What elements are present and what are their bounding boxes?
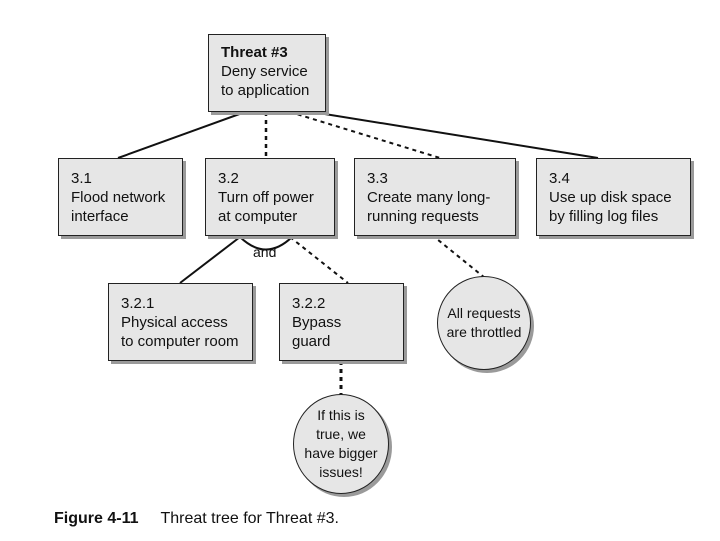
node-3-2-1: 3.2.1 Physical access to computer room — [108, 283, 253, 361]
root-line1: Deny service — [221, 63, 308, 80]
bigger-issues-line1: If this is — [317, 407, 365, 423]
node-3-3: 3.3 Create many long- running requests — [354, 158, 516, 236]
node-3-4-line2: by filling log files — [549, 208, 659, 225]
node-3-4-line1: Use up disk space — [549, 189, 672, 206]
figure-caption: Figure 4-11 Threat tree for Threat #3. — [54, 510, 339, 528]
node-3-1-id: 3.1 — [71, 170, 92, 187]
node-3-3-line2: running requests — [367, 208, 479, 225]
throttled-line2: are throttled — [446, 324, 522, 340]
node-3-2-2-id: 3.2.2 — [292, 295, 326, 312]
bigger-issues-line3: have bigger — [304, 445, 378, 461]
node-3-1-line1: Flood network — [71, 189, 166, 206]
node-3-2-1-id: 3.2.1 — [121, 295, 155, 312]
throttled-line1: All requests — [447, 305, 521, 321]
figure-number: Figure 4-11 — [54, 510, 139, 527]
bigger-issues-line2: true, we — [316, 426, 366, 442]
node-3-4-id: 3.4 — [549, 170, 570, 187]
node-3-2-line2: at computer — [218, 208, 298, 225]
node-3-2-line1: Turn off power — [218, 189, 314, 206]
node-3-2-1-line2: to computer room — [121, 333, 239, 350]
node-3-3-id: 3.3 — [367, 170, 388, 187]
node-3-1: 3.1 Flood network interface — [58, 158, 183, 236]
node-3-1-line2: interface — [71, 208, 129, 225]
node-3-2-1-line1: Physical access — [121, 314, 228, 331]
root-node-threat-3: Threat #3 Deny service to application — [208, 34, 326, 112]
node-3-2-id: 3.2 — [218, 170, 239, 187]
root-line2: to application — [221, 82, 310, 99]
mitigation-circle-bigger-issues: If this is true, we have bigger issues! — [293, 394, 389, 494]
bigger-issues-line4: issues! — [319, 464, 363, 480]
node-3-2-2-line1: Bypass — [292, 314, 342, 331]
node-3-3-line1: Create many long- — [367, 189, 491, 206]
node-3-2-2: 3.2.2 Bypass guard — [279, 283, 404, 361]
node-3-2-2-line2: guard — [292, 333, 331, 350]
node-3-2: 3.2 Turn off power at computer — [205, 158, 335, 236]
and-label: and — [253, 244, 277, 260]
mitigation-circle-throttled: All requests are throttled — [437, 276, 531, 370]
node-3-4: 3.4 Use up disk space by filling log fil… — [536, 158, 691, 236]
figure-caption-text: Threat tree for Threat #3. — [160, 510, 339, 527]
root-title: Threat #3 — [221, 44, 288, 61]
